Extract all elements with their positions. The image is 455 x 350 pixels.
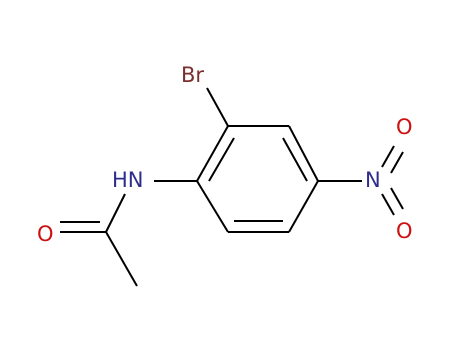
- ring-bond-c1-c2: [196, 125, 229, 182]
- ring-bond-c4-c5: [288, 180, 319, 233]
- ring-bond-c3-c4: [288, 125, 319, 182]
- ring-bond-c6-c1: [196, 180, 229, 233]
- amide-nh-label: HN: [112, 168, 144, 192]
- bond-nitro-n-o-top-1: [381, 145, 395, 168]
- nitro-nitrogen-label: N: [365, 168, 381, 192]
- bond-n-carbonyl-c: [105, 193, 126, 233]
- bond-nitro-n-o-top-2: [390, 151, 404, 174]
- bond-nitro-n-o-bottom-2: [390, 187, 404, 210]
- ring-double-bond-inner-2: [282, 137, 308, 182]
- ring-double-bond-inner-1: [208, 137, 235, 182]
- bond-c2-br: [206, 87, 229, 127]
- nitro-oxygen-bottom-label: O: [396, 219, 413, 243]
- bromine-label: Br: [181, 63, 204, 87]
- bond-nitro-n-o-bottom-1: [381, 193, 395, 216]
- bond-carbonyl-c-methyl: [105, 231, 138, 287]
- carbonyl-oxygen-label: O: [37, 222, 54, 246]
- nitro-oxygen-top-label: O: [396, 115, 413, 139]
